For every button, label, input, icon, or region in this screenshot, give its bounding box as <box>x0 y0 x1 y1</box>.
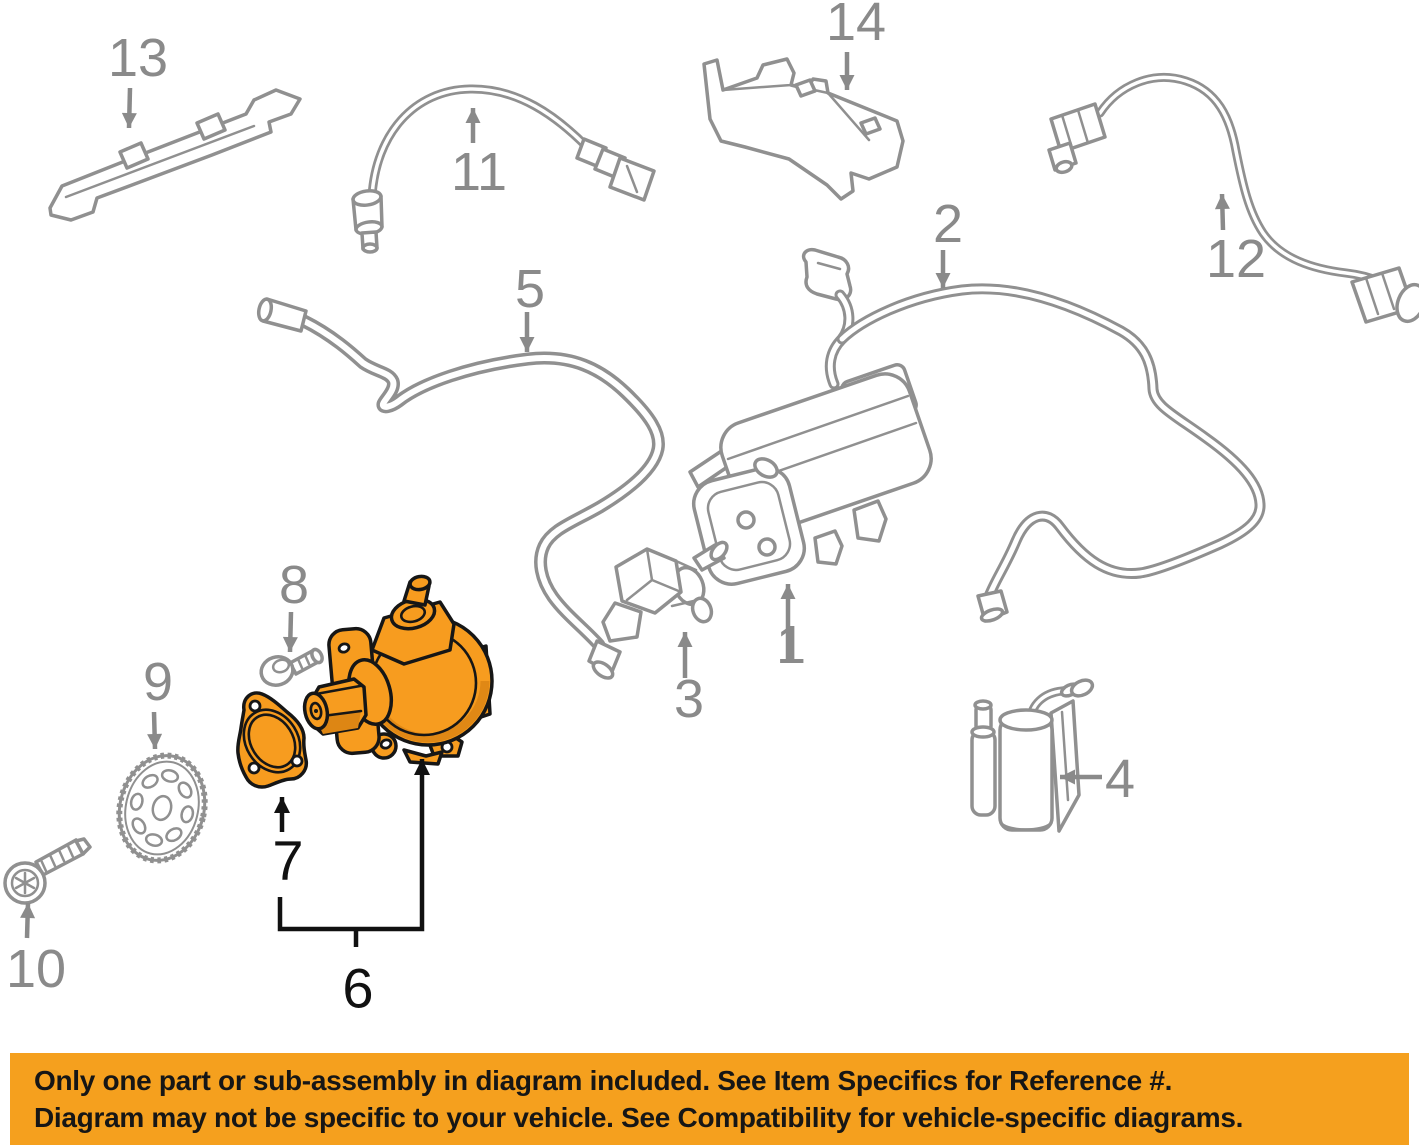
callout-6: 6 <box>277 759 430 1020</box>
callout-14-label: 14 <box>826 0 886 52</box>
part-6-vacuum-pump <box>302 574 494 766</box>
callout-13-label: 13 <box>108 28 168 88</box>
callout-11-label: 11 <box>451 142 507 202</box>
callout-4: 4 <box>1060 749 1135 809</box>
disclaimer-line-1: Only one part or sub-assembly in diagram… <box>34 1065 1173 1096</box>
callout-3: 3 <box>674 632 704 729</box>
part-5-vent-hose <box>256 297 665 680</box>
callout-10-label: 10 <box>6 939 66 999</box>
callout-10: 10 <box>6 902 66 999</box>
part-12-oxygen-sensor <box>1047 73 1419 324</box>
part-10-torx-bolt <box>3 837 92 905</box>
callout-2-label: 2 <box>933 194 963 254</box>
callout-13: 13 <box>108 28 168 129</box>
part-11-oxygen-sensor <box>351 84 656 254</box>
callout-11: 11 <box>451 108 507 202</box>
callout-2: 2 <box>933 194 963 288</box>
part-13-bracket-rail <box>48 88 302 222</box>
disclaimer-line-2: Diagram may not be specific to your vehi… <box>34 1102 1244 1133</box>
part-9-sprocket <box>116 752 208 864</box>
callout-8: 8 <box>279 555 309 653</box>
callout-7: 7 <box>272 797 304 892</box>
part-3-purge-valve <box>601 540 729 643</box>
callouts: 1 2 3 4 5 6 7 8 <box>6 0 1266 1020</box>
part-1-charcoal-canister <box>688 363 933 586</box>
callout-8-label: 8 <box>279 555 309 615</box>
part-7-gasket <box>236 691 309 789</box>
callout-4-label: 4 <box>1105 749 1135 809</box>
callout-5: 5 <box>515 259 545 352</box>
callout-5-label: 5 <box>515 259 545 319</box>
callout-6-label: 6 <box>342 957 373 1020</box>
disclaimer-banner: Only one part or sub-assembly in diagram… <box>10 1053 1409 1145</box>
part-14-bracket <box>702 57 905 201</box>
part-2-vent-pipe <box>801 247 1266 623</box>
callout-3-label: 3 <box>674 669 704 729</box>
callout-9-label: 9 <box>143 652 173 712</box>
part-8-screw <box>259 647 324 687</box>
callout-9: 9 <box>143 652 173 750</box>
callout-7-label: 7 <box>272 829 303 892</box>
part-4-leak-detection-pump <box>970 678 1095 833</box>
callout-1: 1 <box>776 584 806 675</box>
callout-14: 14 <box>826 0 886 90</box>
callout-12: 12 <box>1206 193 1266 289</box>
callout-12-label: 12 <box>1206 229 1266 289</box>
callout-1-label: 1 <box>776 615 806 675</box>
